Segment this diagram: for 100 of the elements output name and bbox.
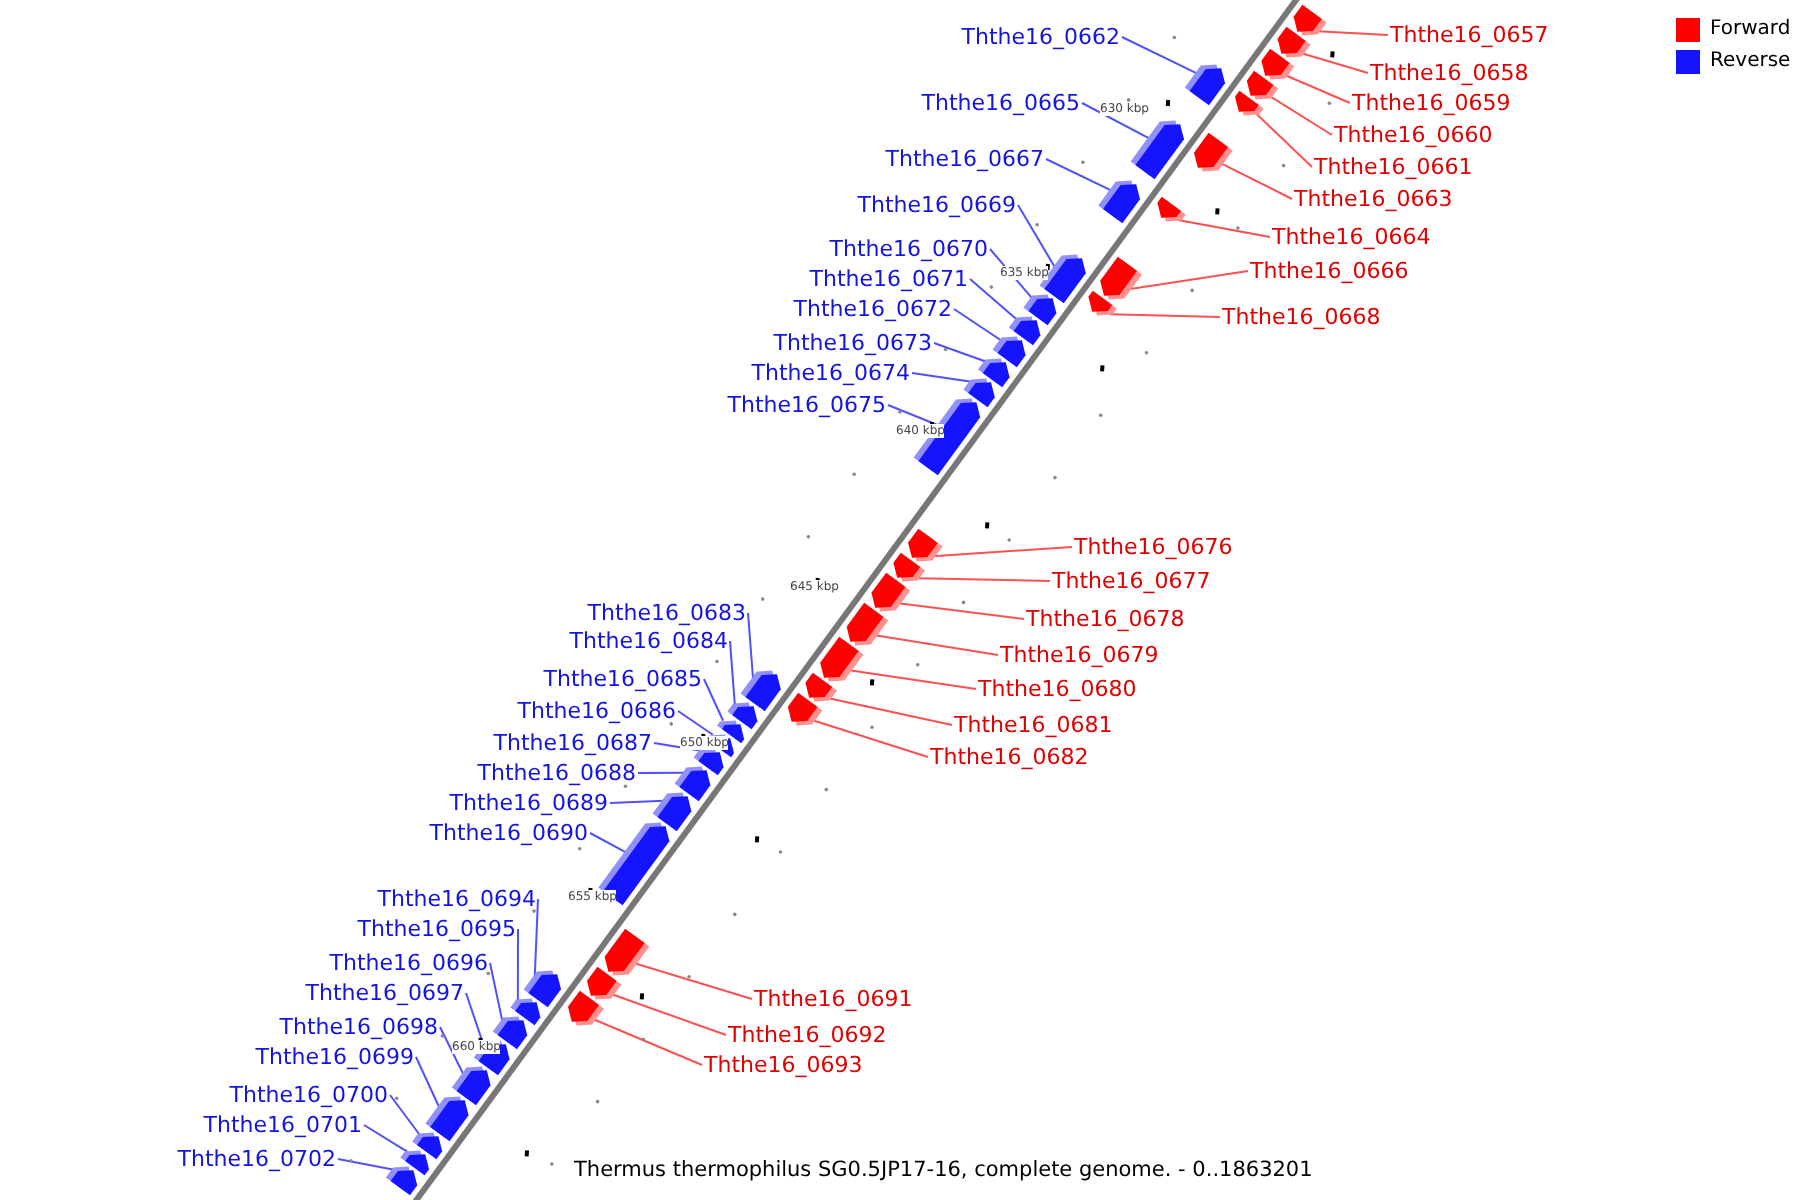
gene-label: Ththe16_0664 [1272, 224, 1431, 250]
gene-block [787, 692, 823, 726]
leader-line [609, 799, 666, 804]
gene-block [820, 636, 864, 682]
leader-line [729, 640, 736, 706]
gene-label: Ththe16_0667 [885, 146, 1044, 172]
gene-block [1098, 180, 1140, 224]
gene-label: Ththe16_0673 [773, 330, 932, 356]
leader-line [911, 372, 973, 383]
gene-block [425, 1096, 469, 1142]
leader-line [633, 962, 753, 1000]
leader-line [1255, 113, 1313, 168]
gene-block [1261, 48, 1295, 80]
gene-block [451, 1066, 491, 1106]
leader-line [439, 1026, 465, 1076]
leader-line [533, 898, 539, 979]
gene-block [598, 822, 670, 906]
leader-line [389, 1094, 421, 1136]
leader-line [931, 546, 1073, 558]
gene-label: Ththe16_0670 [829, 236, 988, 262]
gene-label: Ththe16_0679 [1000, 642, 1159, 668]
gene-block [871, 572, 911, 612]
gene-label: Ththe16_0700 [229, 1082, 388, 1108]
leader-line [337, 1158, 395, 1171]
gene-label: Ththe16_0677 [1052, 568, 1211, 594]
gene-label: Ththe16_0693 [704, 1052, 863, 1078]
gene-block [908, 528, 943, 562]
gene-block [1235, 90, 1264, 116]
gene-label: Ththe16_0694 [377, 886, 536, 912]
leader-line [1045, 158, 1113, 192]
gene-label: Ththe16_0660 [1334, 122, 1493, 148]
legend-label: Reverse [1710, 48, 1791, 74]
leader-line [1219, 162, 1293, 200]
gene-block [1100, 256, 1142, 300]
leader-line [1121, 36, 1199, 75]
gene-label: Ththe16_0696 [329, 950, 488, 976]
leader-line [969, 278, 1019, 321]
gene-label: Ththe16_0659 [1352, 90, 1511, 116]
gene-label: Ththe16_0678 [1026, 606, 1185, 632]
gene-block [385, 1166, 418, 1196]
gene-block [1130, 120, 1184, 180]
gene-label: Ththe16_0687 [493, 730, 652, 756]
leader-line [363, 1124, 409, 1153]
leader-line [747, 612, 755, 681]
leader-line [516, 928, 519, 1002]
gene-label: Ththe16_0657 [1390, 22, 1549, 48]
gene-label: Ththe16_0676 [1074, 534, 1233, 560]
gene-label: Ththe16_0681 [954, 712, 1113, 738]
gene-block [1194, 132, 1233, 172]
leader-line [677, 710, 714, 736]
gene-label: Ththe16_0695 [357, 916, 516, 942]
gene-label: Ththe16_0658 [1370, 60, 1529, 86]
gene-label: Ththe16_0684 [569, 628, 728, 654]
leader-line [415, 1056, 441, 1109]
gene-label: Ththe16_0671 [809, 266, 968, 292]
gene-label: Ththe16_0665 [921, 90, 1080, 116]
gene-block [805, 672, 837, 702]
gene-block [1184, 64, 1225, 106]
gene-label: Ththe16_0675 [727, 392, 886, 418]
gene-label: Ththe16_0690 [429, 820, 588, 846]
gene-label: Ththe16_0691 [754, 986, 913, 1012]
leader-line [610, 993, 727, 1036]
gene-block [1277, 26, 1311, 58]
leader-line [1300, 52, 1369, 74]
leader-line [953, 308, 1003, 342]
leader-line [915, 577, 1051, 582]
caption: Thermus thermophilus SG0.5JP17-16, complete genome. - 0..1863201 [574, 1158, 1313, 1184]
gene-label: Ththe16_0682 [930, 744, 1089, 770]
leader-line [489, 962, 504, 1023]
leader-line [827, 697, 953, 726]
leader-line [933, 342, 988, 363]
leader-line [1127, 270, 1249, 291]
leader-line [1316, 30, 1389, 36]
leader-line [1017, 204, 1057, 269]
gene-label: Ththe16_0674 [751, 360, 910, 386]
gene-block [587, 966, 622, 1000]
gene-label: Ththe16_0697 [305, 980, 464, 1006]
leader-line [887, 404, 941, 427]
gene-label: Ththe16_0672 [793, 296, 952, 322]
leader-line [873, 634, 999, 656]
gene-label: Ththe16_0688 [477, 760, 636, 786]
gene-label: Ththe16_0698 [279, 1014, 438, 1040]
gene-block [1088, 290, 1117, 316]
leader-line [1081, 102, 1151, 140]
gene-label: Ththe16_0663 [1294, 186, 1453, 212]
gene-block [604, 928, 650, 976]
leader-line [848, 669, 977, 690]
leader-line [897, 602, 1025, 620]
gene-block [568, 990, 604, 1026]
gene-label: Ththe16_0669 [857, 192, 1016, 218]
gene-label: Ththe16_0702 [177, 1146, 336, 1172]
gene-block [740, 670, 781, 712]
gene-label: Ththe16_0662 [961, 24, 1120, 50]
gene-label: Ththe16_0685 [543, 666, 702, 692]
leader-line [811, 719, 929, 758]
gene-label: Ththe16_0661 [1314, 154, 1473, 180]
gene-label: Ththe16_0666 [1250, 258, 1409, 284]
leader-line [1284, 74, 1351, 104]
leader-line [589, 832, 628, 854]
gene-block [846, 602, 889, 646]
